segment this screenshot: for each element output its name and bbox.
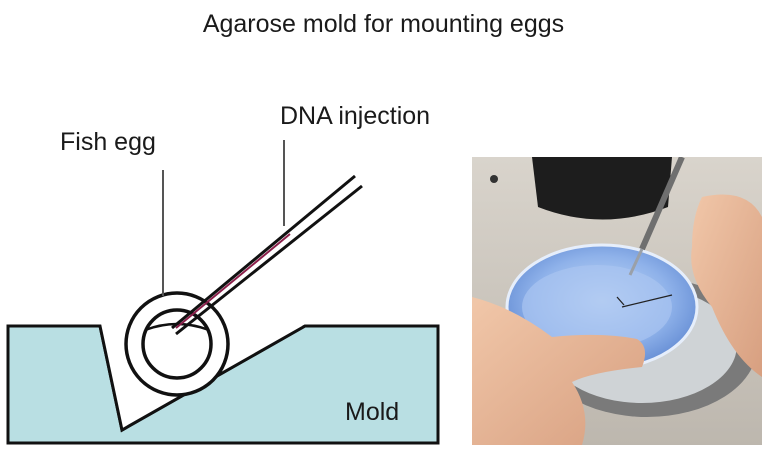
diagram-title: Agarose mold for mounting eggs — [202, 10, 565, 38]
mold-schematic — [6, 140, 440, 445]
pipette — [639, 157, 685, 251]
dna-injection-label: DNA injection — [280, 102, 431, 130]
injection-photo — [472, 157, 762, 445]
microscope-objective — [532, 157, 672, 220]
mold-label: Mold — [345, 398, 400, 426]
left-hand — [472, 297, 646, 445]
egg-yolk — [141, 308, 213, 380]
photo-illustration — [472, 157, 762, 445]
right-hand — [691, 194, 762, 377]
fish-egg-label: Fish egg — [60, 128, 156, 156]
injection-needle — [171, 174, 363, 336]
